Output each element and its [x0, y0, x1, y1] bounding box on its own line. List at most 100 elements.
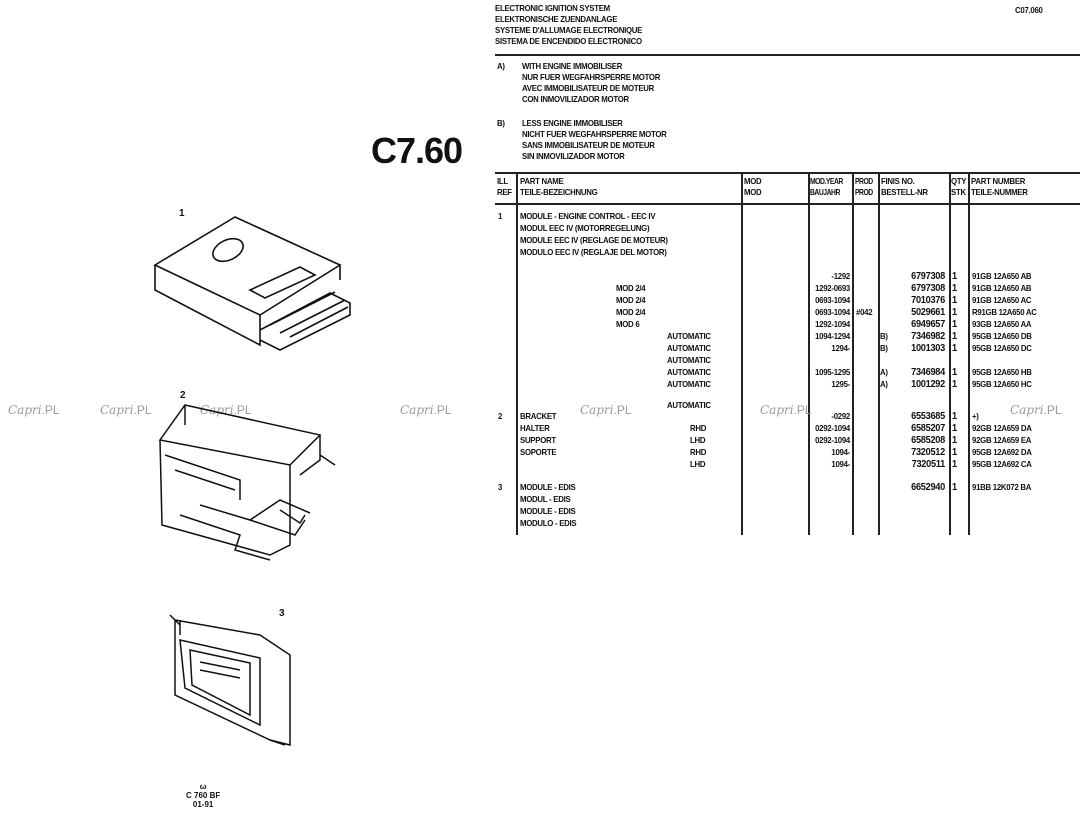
watermark-script: Capri	[1010, 403, 1044, 417]
cell-qty: 1	[952, 331, 957, 342]
title-line: ELEKTRONISCHE ZUENDANLAGE	[495, 14, 618, 24]
column-rule	[878, 172, 880, 535]
cell-qty: 1	[952, 435, 957, 446]
cell-note: A)	[880, 367, 888, 377]
table-header-rule	[495, 203, 1080, 205]
title-line: ELECTRONIC IGNITION SYSTEM	[495, 3, 610, 13]
edis-module-drawing	[169, 614, 291, 746]
cell-qty: 1	[952, 307, 957, 318]
section-title-block: ELECTRONIC IGNITION SYSTEM ELEKTRONISCHE…	[495, 3, 642, 47]
cell-qty: 1	[952, 319, 957, 330]
symbol: ω	[199, 782, 207, 791]
cell-year: 0693-1094	[815, 307, 850, 317]
cell-finis: 1001303	[911, 343, 945, 354]
column-rule	[808, 172, 810, 535]
cell-pn: R91GB 12A650 AC	[972, 307, 1037, 317]
cell-pn: 91GB 12A650 AB	[972, 271, 1032, 281]
cell-year: 1294-	[831, 343, 850, 353]
cell-sub2: AUTOMATIC	[667, 331, 711, 341]
cell-name: MODUL - EDIS	[520, 494, 571, 504]
note-line: AVEC IMMOBILISATEUR DE MOTEUR	[522, 83, 655, 93]
table-top-rule	[495, 172, 1080, 174]
col-finis: FINIS NO.BESTELL-NR	[881, 176, 928, 197]
cell-year: 1094-	[831, 447, 850, 457]
cell-year: 0292-1094	[815, 423, 850, 433]
note-a: WITH ENGINE IMMOBILISER NUR FUER WEGFAHR…	[522, 61, 660, 105]
cell-name: MODULO EEC IV (REGLAJE DEL MOTOR)	[520, 247, 667, 257]
cell-ref: 2	[498, 411, 503, 421]
watermark-suffix: .PL	[793, 403, 812, 417]
cell-note: A)	[880, 379, 888, 389]
note-line: LESS ENGINE IMMOBILISER	[522, 118, 623, 128]
cell-finis: 6949657	[911, 319, 945, 330]
cell-qty: 1	[952, 295, 957, 306]
note-line: NUR FUER WEGFAHRSPERRE MOTOR	[522, 72, 661, 82]
cell-pn: 95GB 12A650 DC	[972, 343, 1032, 353]
callout-2: 2	[180, 390, 186, 401]
note-b: LESS ENGINE IMMOBILISER NICHT FUER WEGFA…	[522, 118, 667, 162]
cell-qty: 1	[952, 379, 957, 390]
watermark-script: Capri	[580, 403, 614, 417]
page-code: C07.060	[1015, 5, 1043, 15]
cell-name: MODUL EEC IV (MOTORREGELUNG)	[520, 223, 650, 233]
column-rule	[949, 172, 951, 535]
bracket-drawing	[158, 404, 336, 561]
watermark: Capri.PL	[580, 403, 632, 417]
illustration-date: 01-91	[192, 800, 214, 809]
cell-name: MODULE EEC IV (REGLAGE DE MOTEUR)	[520, 235, 668, 245]
cell-pn: 95GB 12A650 HC	[972, 379, 1032, 389]
title-line: SISTEMA DE ENCENDIDO ELECTRONICO	[495, 36, 642, 46]
cell-year: 0292-1094	[815, 435, 850, 445]
cell-ref: 3	[498, 482, 503, 492]
cell-year: 1095-1295	[815, 367, 850, 377]
watermark: Capri.PL	[760, 403, 812, 417]
watermark: Capri.PL	[100, 403, 152, 417]
cell-name: SUPPORT	[520, 435, 556, 445]
cell-qty: 1	[952, 271, 957, 282]
cell-sub2: AUTOMATIC	[667, 355, 711, 365]
cell-pn: 95GB 12A650 HB	[972, 367, 1032, 377]
cell-sub2: AUTOMATIC	[667, 343, 711, 353]
cell-name: BRACKET	[520, 411, 557, 421]
watermark: Capri.PL	[400, 403, 452, 417]
cell-finis: 6797308	[911, 271, 945, 282]
note-key-b: B)	[497, 118, 505, 128]
cell-ref: 1	[498, 211, 503, 221]
watermark: Capri.PL	[1010, 403, 1062, 417]
cell-name: HALTER	[520, 423, 550, 433]
cell-prod: #042	[856, 307, 873, 317]
watermark-suffix: .PL	[1043, 403, 1062, 417]
watermark-suffix: .PL	[41, 403, 60, 417]
cell-pn: 93GB 12A650 AA	[972, 319, 1032, 329]
cell-finis: 6585207	[911, 423, 945, 434]
cell-pn: 95GB 12A692 DA	[972, 447, 1032, 457]
watermark-suffix: .PL	[233, 403, 252, 417]
cell-year: 1094-1294	[815, 331, 850, 341]
cell-qty: 1	[952, 459, 957, 470]
cell-qty: 1	[952, 411, 957, 422]
cell-sub: MOD 2/4	[616, 307, 646, 317]
cell-pn: 91GB 12A650 AB	[972, 283, 1032, 293]
cell-sub2: AUTOMATIC	[667, 400, 711, 410]
cell-sub: MOD 6	[616, 319, 640, 329]
watermark-suffix: .PL	[133, 403, 152, 417]
illustration-code: C 760 BF	[186, 791, 221, 800]
cell-name: MODULO - EDIS	[520, 518, 577, 528]
cell-year: 1295-	[831, 379, 850, 389]
cell-year: -0292	[831, 411, 850, 421]
cell-qty: 1	[952, 283, 957, 294]
cell-qty: 1	[952, 343, 957, 354]
cell-pn: 95GB 12A692 CA	[972, 459, 1032, 469]
cell-note: B)	[880, 331, 888, 341]
column-rule	[852, 172, 854, 535]
watermark-suffix: .PL	[613, 403, 632, 417]
callout-3: 3	[279, 608, 285, 619]
cell-finis: 7010376	[911, 295, 945, 306]
column-rule	[741, 172, 743, 535]
cell-finis: 6553685	[911, 411, 945, 422]
cell-qty: 1	[952, 482, 957, 493]
note-line: SIN INMOVILIZADOR MOTOR	[522, 151, 625, 161]
